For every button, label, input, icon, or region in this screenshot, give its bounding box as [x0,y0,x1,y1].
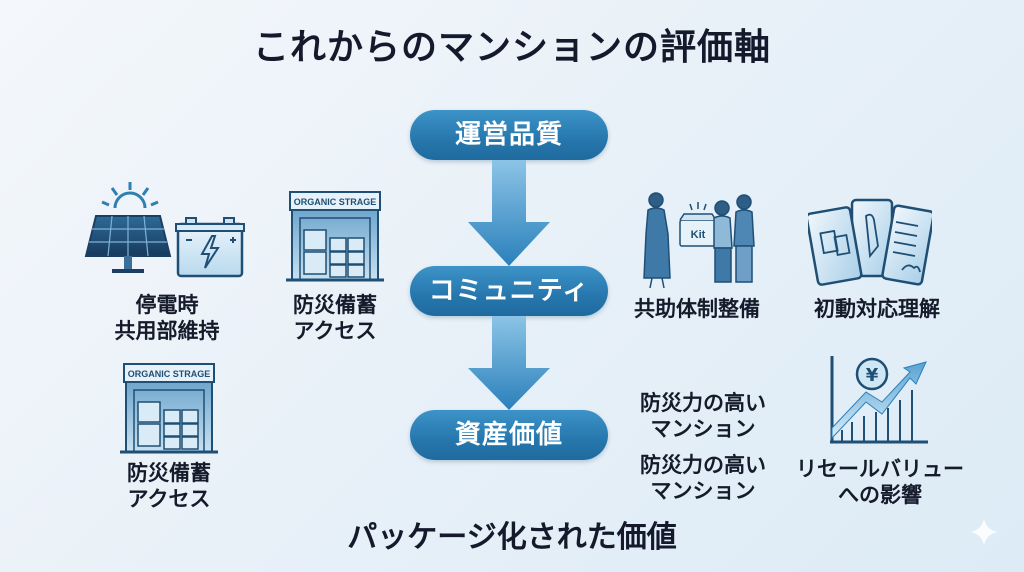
item-disaster-stockpile-access: 防災備蓄 アクセス [96,460,242,512]
item-label-line1: 防災力の高い [640,453,766,477]
flow-step-asset-value: 資産価値 [410,410,608,460]
item-label-line1: リセールバリュー [796,457,964,481]
storage-sign: ORGANIC STRAGE [294,197,377,207]
down-arrow-icon [468,316,550,410]
flow-step-operation-quality: 運営品質 [410,110,608,160]
storage-sign: ORGANIC STRAGE [128,369,211,379]
item-high-disaster-resilience-mansion: 防災力の高い マンション [628,390,778,442]
item-mutual-aid-system: 共助体制整備 [622,296,772,322]
item-label-line1: 共助体制整備 [634,297,760,321]
item-initial-response-understanding: 初動対応理解 [802,296,952,322]
yen-symbol: ¥ [866,365,879,386]
item-label-line2: マンション [650,479,756,503]
item-disaster-stockpile-access: 防災備蓄 アクセス [262,292,408,344]
item-label-line2: アクセス [293,319,377,343]
item-power-outage-common-area: 停電時 共用部維持 [92,292,242,344]
flow-step-community: コミュニティ [410,266,608,316]
down-arrow-icon [468,160,550,266]
people-sharing-kit-icon: Kit [643,192,755,289]
item-label-line1: 防災力の高い [640,391,766,415]
sparkle-icon [970,518,998,546]
item-label-line2: 共用部維持 [114,319,220,343]
kit-label: Kit [691,229,706,241]
documents-manual-icon [808,198,932,286]
bottom-caption: パッケージ化された価値 [347,520,677,555]
item-label-line1: 初動対応理解 [814,297,940,321]
item-label-line1: 停電時 [135,293,199,317]
item-label-line1: 防災備蓄 [127,461,211,485]
item-label-line1: 防災備蓄 [293,293,377,317]
item-label-line2: マンション [650,417,756,441]
page-title: これからのマンションの評価軸 [252,27,771,68]
storage-building-icon: ORGANIC STRAGE [286,191,384,282]
item-high-disaster-resilience-mansion: 防災力の高い マンション [628,452,778,504]
yen-growth-chart-icon: ¥ [830,356,928,444]
item-label-line2: アクセス [127,487,211,511]
solar-panel-battery-icon [84,182,245,278]
item-resale-value-impact: リセールバリュー への影響 [790,456,970,508]
item-label-line2: への影響 [838,483,922,507]
storage-building-icon: ORGANIC STRAGE [120,363,218,454]
